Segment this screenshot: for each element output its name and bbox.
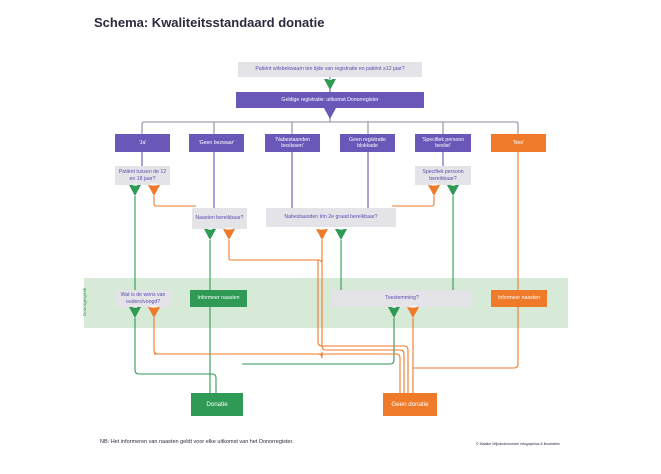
outcome-nabestaanden-beslissen-box: 'Nabestaanden beslissen' (265, 134, 320, 152)
outcome-geen-bezwaar-box: 'Geen bezwaar' (189, 134, 244, 152)
register-arrow (324, 108, 336, 119)
question-wens-ouders-box: Wat is de wens van ouders/voogd? (115, 290, 171, 307)
geldige-registratie-box: Geldige registratie: uitkomst Donorregis… (236, 92, 424, 108)
nee-arrow: NEE (407, 305, 419, 318)
informeer-naasten-orange-box: Informeer naasten (491, 290, 547, 307)
ja-arrow: JA (129, 305, 141, 318)
question-specifiek-bereikbaar-box: Specifiek persoon bereikbaar? (415, 166, 471, 185)
outcome-geen-registratie-box: Geen registratie blokkade (340, 134, 395, 152)
nee-arrow: NEE (148, 183, 160, 196)
question-wilsbekwaam-box: Patiënt wilsbekwaam ten tijde van regist… (238, 62, 422, 77)
ja-arrow: JA (388, 305, 400, 318)
nee-arrow: NEE (428, 183, 440, 196)
nee-arrow: NEE (316, 227, 328, 240)
nee-arrow: NEE (148, 305, 160, 318)
geen-donatie-box: Geen donatie (383, 393, 437, 416)
ja-arrow: JA (335, 227, 347, 240)
outcome-nee-box: 'Nee' (491, 134, 546, 152)
donatie-box: Donatie (191, 393, 243, 416)
page-title: Schema: Kwaliteitsstandaard donatie (94, 15, 325, 30)
question-toestemming-box: Toestemming? (332, 290, 472, 307)
question-12-18-box: Patiënt tussen de 12 en 18 jaar? (115, 166, 170, 185)
footnote: NB: Het informeren van naasten geldt voo… (100, 439, 294, 445)
informeer-naasten-green-box: Informeer naasten (190, 290, 247, 307)
ja-arrow: JA (129, 183, 141, 196)
ja-arrow: JA (324, 77, 336, 90)
question-naasten-bereikbaar-box: Naasten bereikbaar? (192, 208, 247, 229)
outcome-ja-box: 'Ja' (115, 134, 170, 152)
ja-arrow: JA (447, 183, 459, 196)
nee-arrow: NEE (223, 227, 235, 240)
outcome-specifiek-persoon-box: 'Specifiek persoon beslist' (415, 134, 471, 152)
ja-arrow: JA (204, 227, 216, 240)
question-nabestaanden-bereikbaar-box: Nabestaanden t/m 2e graad bereikbaar? (266, 208, 396, 227)
credit-line: © Maaike Wijnands/oorlam infographics & … (476, 442, 560, 446)
